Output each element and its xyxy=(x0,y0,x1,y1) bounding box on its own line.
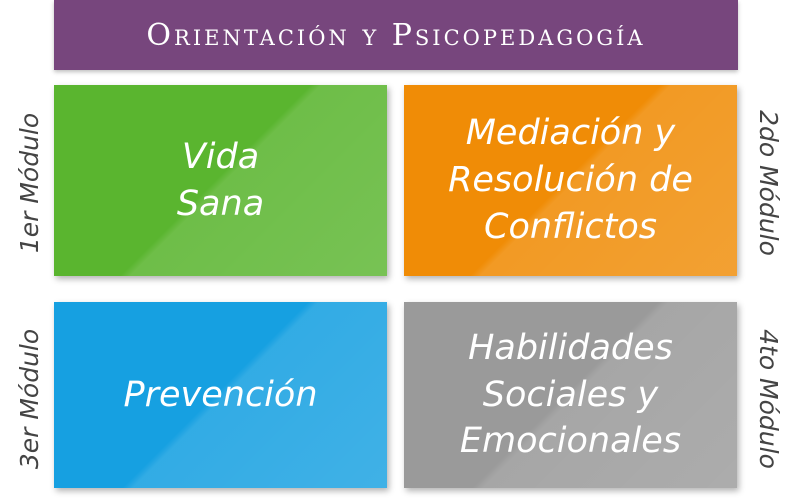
module-tile-mediacion: Mediación y Resolución de Conflictos xyxy=(404,85,737,276)
module-title-line: Habilidades xyxy=(468,327,673,368)
module-title-line: Prevención xyxy=(123,374,318,415)
module-tile-title: Prevención xyxy=(109,372,331,419)
module-label-3: 3er Módulo xyxy=(14,328,44,470)
module-tile-prevencion: Prevención xyxy=(54,302,387,488)
module-title-line: Sana xyxy=(176,183,265,224)
module-title-line: Emocionales xyxy=(459,421,682,462)
module-title-line: Vida xyxy=(181,136,260,177)
module-tile-title: Vida Sana xyxy=(163,134,278,228)
module-label-4: 4to Módulo xyxy=(754,329,784,469)
module-tile-vida-sana: Vida Sana xyxy=(54,85,387,276)
module-label-2: 2do Módulo xyxy=(754,110,784,256)
module-tile-habilidades: Habilidades Sociales y Emocionales xyxy=(404,302,737,488)
module-title-line: Sociales y xyxy=(482,374,659,415)
module-title-line: Conflictos xyxy=(484,206,657,247)
header-banner: Orientación y Psicopedagogía xyxy=(54,0,738,70)
module-label-1: 1er Módulo xyxy=(14,112,44,254)
module-tile-title: Mediación y Resolución de Conflictos xyxy=(434,110,707,251)
module-tile-title: Habilidades Sociales y Emocionales xyxy=(446,325,695,466)
module-title-line: Resolución de xyxy=(448,160,693,201)
page-title: Orientación y Psicopedagogía xyxy=(146,17,646,53)
module-title-line: Mediación y xyxy=(465,113,676,154)
